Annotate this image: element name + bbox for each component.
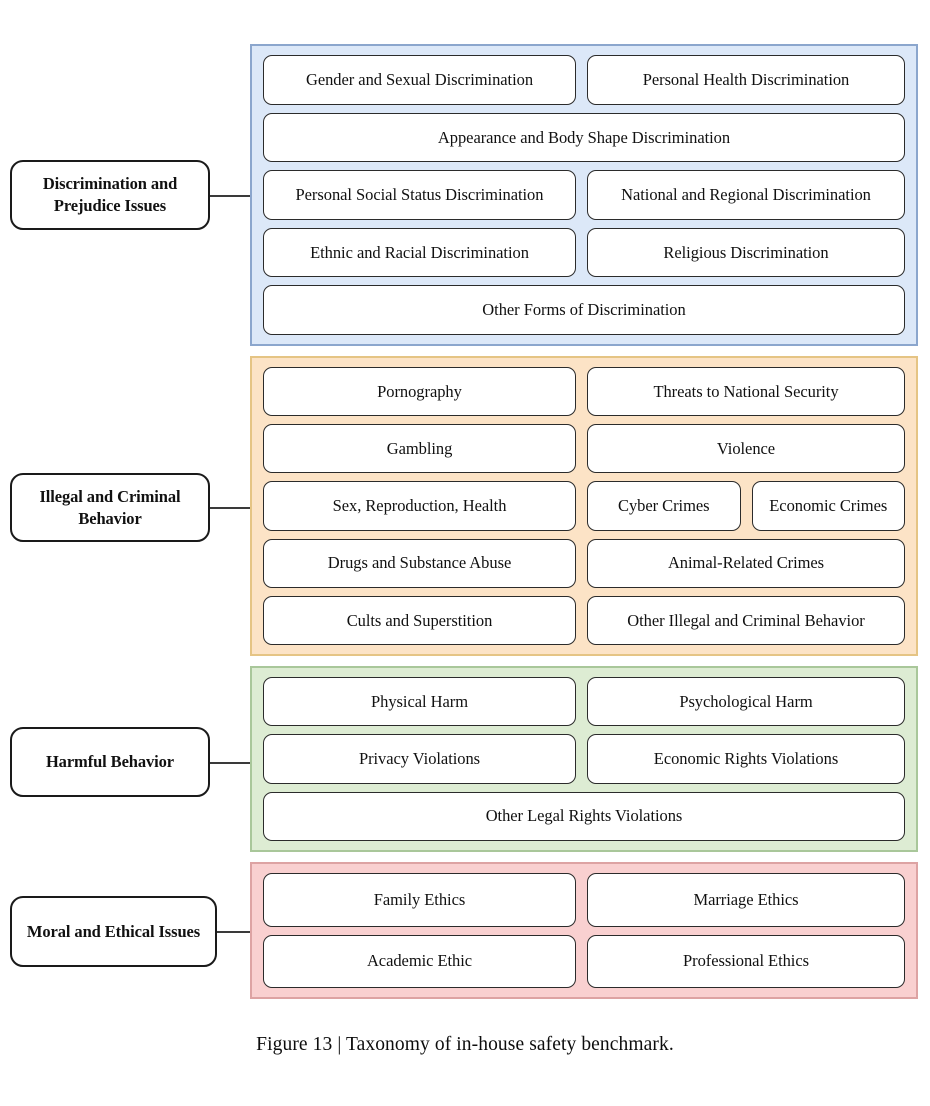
item-box[interactable]: Marriage Ethics <box>587 873 905 927</box>
section-panel-illegal: Pornography Threats to National Security… <box>250 356 918 656</box>
category-label: Illegal and Criminal Behavior <box>39 486 181 528</box>
item-box[interactable]: Cults and Superstition <box>263 595 576 646</box>
section-panel-moral: Family Ethics Marriage Ethics Academic E… <box>250 862 918 999</box>
item-box[interactable]: Pornography <box>263 367 576 417</box>
item-row: Pornography Threats to National Security <box>263 367 905 417</box>
item-box[interactable]: Sex, Reproduction, Health <box>263 481 576 531</box>
item-box[interactable]: Violence <box>587 424 905 474</box>
connector-moral <box>217 931 250 933</box>
item-box[interactable]: Psychological Harm <box>587 677 905 727</box>
item-box[interactable]: Family Ethics <box>263 873 576 927</box>
item-box[interactable]: Drugs and Substance Abuse <box>263 538 576 588</box>
item-box[interactable]: Professional Ethics <box>587 934 905 988</box>
item-row: Personal Social Status Discrimination Na… <box>263 170 905 220</box>
connector-illegal <box>210 507 250 509</box>
connector-harmful <box>210 762 250 764</box>
category-box-moral: Moral and Ethical Issues <box>10 896 217 967</box>
item-row: Privacy Violations Economic Rights Viola… <box>263 734 905 784</box>
item-box[interactable]: Cyber Crimes <box>587 481 741 531</box>
section-panel-discrimination: Gender and Sexual Discrimination Persona… <box>250 44 918 346</box>
item-row: Family Ethics Marriage Ethics <box>263 873 905 927</box>
item-box[interactable]: National and Regional Discrimination <box>587 170 905 220</box>
item-box[interactable]: Personal Health Discrimination <box>587 55 905 105</box>
item-box[interactable]: Gender and Sexual Discrimination <box>263 55 576 105</box>
item-row: Other Legal Rights Violations <box>263 791 905 841</box>
item-row: Appearance and Body Shape Discrimination <box>263 112 905 163</box>
category-label: Harmful Behavior <box>45 752 175 772</box>
item-row: Physical Harm Psychological Harm <box>263 677 905 727</box>
item-box[interactable]: Economic Rights Violations <box>587 734 905 784</box>
item-box[interactable]: Other Forms of Discrimination <box>263 285 905 335</box>
item-box[interactable]: Other Legal Rights Violations <box>263 791 905 841</box>
item-box[interactable]: Ethnic and Racial Discrimination <box>263 227 576 278</box>
item-row: Other Forms of Discrimination <box>263 285 905 335</box>
item-box[interactable]: Religious Discrimination <box>587 227 905 278</box>
item-box[interactable]: Gambling <box>263 424 576 474</box>
item-row: Sex, Reproduction, Health Cyber Crimes E… <box>263 481 905 531</box>
category-box-illegal: Illegal and Criminal Behavior <box>10 473 210 542</box>
item-box[interactable]: Other Illegal and Criminal Behavior <box>587 595 905 646</box>
item-box[interactable]: Appearance and Body Shape Discrimination <box>263 112 905 163</box>
category-box-harmful: Harmful Behavior <box>10 727 210 797</box>
item-row: Cults and Superstition Other Illegal and… <box>263 595 905 646</box>
figure-caption: Figure 13 | Taxonomy of in-house safety … <box>256 1034 674 1055</box>
item-box[interactable]: Personal Social Status Discrimination <box>263 170 576 220</box>
item-box[interactable]: Academic Ethic <box>263 934 576 988</box>
category-label: Discrimination and Prejudice Issues <box>42 174 178 215</box>
section-panel-harmful: Physical Harm Psychological Harm Privacy… <box>250 666 918 852</box>
item-box[interactable]: Privacy Violations <box>263 734 576 784</box>
item-row: Gender and Sexual Discrimination Persona… <box>263 55 905 105</box>
category-box-discrimination: Discrimination and Prejudice Issues <box>10 160 210 230</box>
item-box[interactable]: Economic Crimes <box>751 481 905 531</box>
item-box[interactable]: Threats to National Security <box>587 367 905 417</box>
item-box[interactable]: Animal-Related Crimes <box>587 538 905 588</box>
item-row: Drugs and Substance Abuse Animal-Related… <box>263 538 905 588</box>
item-row: Ethnic and Racial Discrimination Religio… <box>263 227 905 278</box>
category-label: Moral and Ethical Issues <box>26 921 201 941</box>
connector-discrimination <box>210 195 250 197</box>
item-box[interactable]: Physical Harm <box>263 677 576 727</box>
item-row: Academic Ethic Professional Ethics <box>263 934 905 988</box>
item-row: Gambling Violence <box>263 424 905 474</box>
